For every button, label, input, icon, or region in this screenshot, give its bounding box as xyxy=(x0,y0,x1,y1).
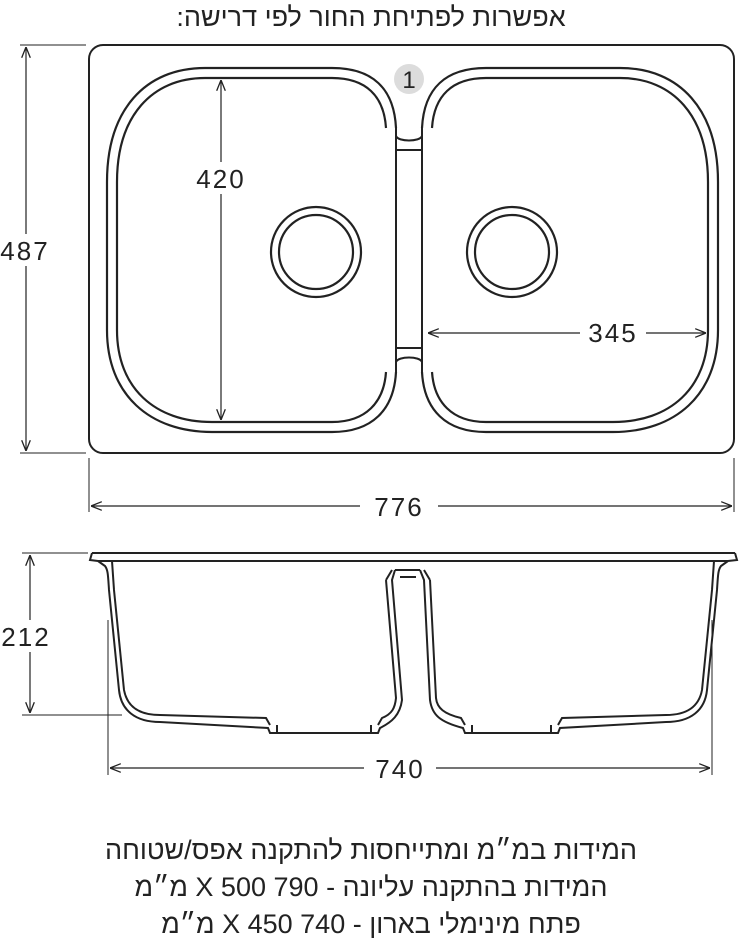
note-line-2: המידות בהתקנה עליונה - 790 X 500 מ״מ xyxy=(134,872,608,902)
divider-section xyxy=(385,569,431,581)
left-drain-inner xyxy=(277,213,355,291)
sink-outline xyxy=(88,44,735,454)
dimension-776: 776 xyxy=(88,458,735,522)
dim-label-487: 487 xyxy=(0,236,49,266)
left-bowl-inner xyxy=(115,76,388,424)
right-bowl-inner xyxy=(430,76,710,424)
rim xyxy=(88,552,739,562)
dimension-345: 345 xyxy=(428,318,706,348)
left-bowl-section-outer xyxy=(97,560,404,734)
right-bowl-section-inner xyxy=(429,560,715,726)
right-drain-inner xyxy=(473,213,551,291)
left-bowl-outer xyxy=(105,66,398,434)
dimension-740: 740 xyxy=(107,620,713,784)
right-bowl-section-outer xyxy=(419,560,729,734)
diagram-title: אפשרות לפתיחת החור לפי דרישה: xyxy=(176,2,566,32)
right-drain xyxy=(465,205,559,299)
top-view xyxy=(88,44,735,454)
dimension-420: 420 xyxy=(190,80,252,420)
left-bowl-section-inner xyxy=(111,560,398,726)
dim-label-345: 345 xyxy=(588,318,637,348)
divider xyxy=(395,128,423,372)
note-line-3: פתח מינימלי בארון - 740 X 450 מ״מ xyxy=(161,909,581,939)
right-bowl-outer xyxy=(420,66,720,434)
side-view xyxy=(88,552,739,734)
tap-hole-badge xyxy=(394,64,424,94)
dim-label-212: 212 xyxy=(1,622,50,652)
dimension-212: 212 xyxy=(0,552,122,716)
note-line-1: המידות במ״מ ומתייחסות להתקנה אפס/שטוחה xyxy=(104,835,638,865)
dimension-487: 487 xyxy=(0,44,86,454)
dim-label-420: 420 xyxy=(196,164,245,194)
notes: המידות במ״מ ומתייחסות להתקנה אפס/שטוחה ה… xyxy=(0,832,742,943)
dim-label-776: 776 xyxy=(374,492,423,522)
dim-label-740: 740 xyxy=(375,754,424,784)
left-drain xyxy=(269,205,363,299)
tap-hole-badge-label: 1 xyxy=(402,67,415,94)
